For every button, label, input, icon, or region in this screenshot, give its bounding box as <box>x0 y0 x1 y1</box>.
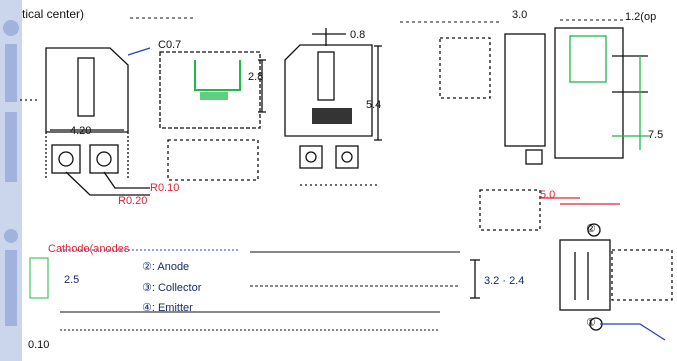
middle-view <box>159 51 266 181</box>
dim-30: 3.0 <box>512 9 528 21</box>
left-sidebar-decoration <box>0 0 22 361</box>
dim-50: 5.0 <box>540 189 556 201</box>
dim-12op: 1.2(op <box>625 11 657 23</box>
dim-420: 4.20 <box>70 125 92 137</box>
right-top-view <box>439 27 650 165</box>
legend-title: Cathode(anodes <box>48 243 130 255</box>
dim-r020: R0.20 <box>118 195 148 207</box>
marker-circle-2: ② <box>586 223 596 235</box>
header-dash-line <box>130 17 625 23</box>
marker-circle-1: ① <box>586 317 596 329</box>
dim-08: 0.8 <box>350 29 366 41</box>
header-title-fragment: tical center) <box>22 7 85 21</box>
dim-25: 2.5 <box>64 274 80 286</box>
dim-54: 5.4 <box>366 99 382 111</box>
dim-32-24: 3.2 · 2.4 <box>484 275 525 287</box>
front-view <box>20 47 151 196</box>
schematic-view <box>470 189 673 341</box>
legend-collector: ③: Collector <box>142 282 202 294</box>
dim-75: 7.5 <box>648 129 664 141</box>
dim-010: 0.10 <box>28 339 50 351</box>
side-view <box>284 28 382 186</box>
legend-emitter: ④: Emitter <box>142 302 193 314</box>
dim-c07: C0.7 <box>158 39 182 51</box>
legend-anode: ②: Anode <box>142 261 190 273</box>
legend-leaders <box>29 249 460 331</box>
dim-r010: R0.10 <box>150 182 180 194</box>
dim-28: 2.8 <box>248 71 264 83</box>
